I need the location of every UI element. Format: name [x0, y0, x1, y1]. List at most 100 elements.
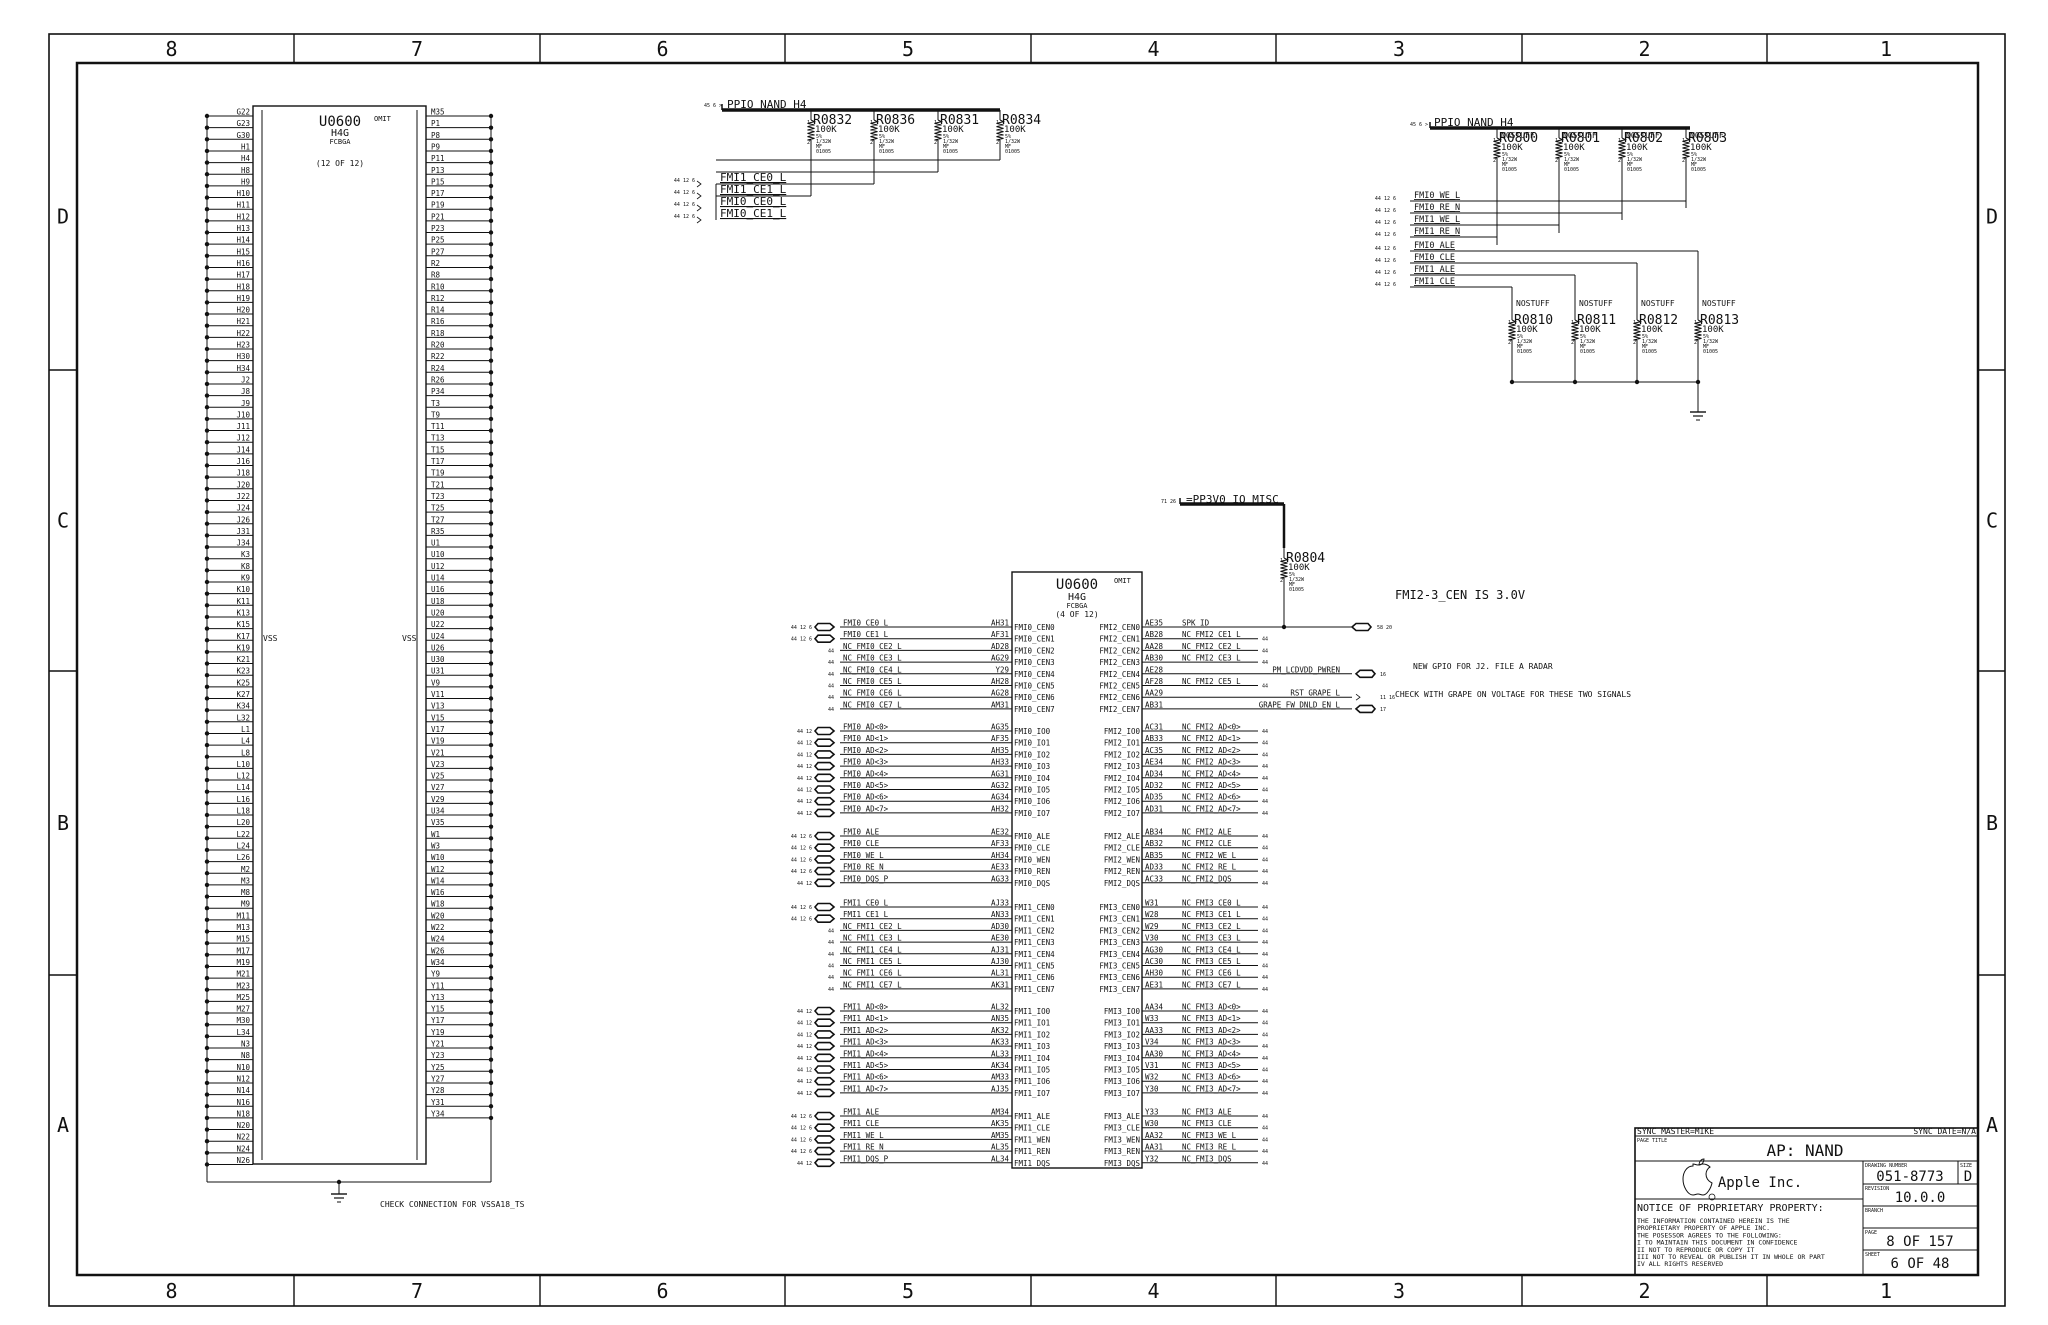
net-page-refs: 44 [1262, 928, 1268, 934]
vss-left-pin: H9 [241, 177, 250, 186]
resistor-type: MF [1627, 162, 1633, 168]
resistor-zigzag [870, 119, 879, 141]
net-arrow [1355, 693, 1361, 701]
net-arrow [696, 180, 702, 188]
vss-right-pin: Y15 [431, 1005, 445, 1014]
vss-right-pin: P9 [431, 142, 440, 151]
pin-number: 2 [1694, 340, 1697, 346]
resistor-refdes: R0831 [940, 113, 979, 128]
fmi-refdes: U0600 [1056, 577, 1098, 593]
vss-pin-junction [204, 568, 210, 573]
fmi-pin-name: FMI1_CEN6 [1014, 973, 1055, 982]
fmi-net-label: FMI1_CE0_L [843, 899, 889, 908]
fmi-ball: W31 [1145, 899, 1159, 908]
vss-pin-junction [204, 428, 210, 433]
vss-left-pin: K25 [236, 678, 250, 687]
vss-part: H4G [331, 128, 349, 139]
resistor-tolerance: 5% [1642, 334, 1648, 340]
offpage-connector [813, 1065, 836, 1074]
vss-left-pin: M23 [236, 981, 250, 990]
offpage-connector [813, 1123, 836, 1132]
offpage-connector [813, 843, 836, 852]
rail-name: PPIO_NAND_H4 [1434, 116, 1514, 129]
offpage-connector [813, 1006, 836, 1016]
fmi-net-label: FMI0_CE0_L [843, 619, 889, 628]
resistor-value: 100K [1516, 325, 1538, 335]
fmi-ball: AG31 [991, 769, 1009, 778]
vss-left-pin: J10 [236, 410, 250, 419]
vss-left-pin: K27 [236, 690, 250, 699]
fmi-ball: AG35 [991, 723, 1009, 732]
vss-pin-junction [488, 684, 494, 690]
vss-right-pin: W20 [431, 911, 445, 920]
fmi-pin-name: FMI0_CEN3 [1014, 658, 1055, 667]
resistor-type: MF [1564, 162, 1570, 168]
fmi-net-label: FMI1_WE_L [843, 1131, 884, 1140]
vss-pin-junction [204, 486, 210, 491]
vss-right-pin: T9 [431, 410, 440, 419]
net-label: FMI1_CE0_L [720, 171, 787, 184]
vss-left-pin: L4 [241, 737, 251, 746]
resistor-tolerance: 5% [1517, 334, 1523, 340]
resistor-refdes: R0811 [1577, 313, 1616, 328]
vss-right-pin: P34 [431, 387, 445, 396]
net-page-refs: 44 [1262, 1056, 1268, 1062]
vss-pin-junction [204, 498, 210, 503]
fmi-ball: AE28 [1145, 665, 1164, 674]
resistor-tolerance: 5% [1691, 152, 1697, 158]
vss-left-pin: J11 [236, 422, 250, 431]
vss-pin-junction [488, 964, 494, 969]
offpage-connector [813, 831, 836, 841]
vss-pin-junction [204, 335, 210, 340]
offpage-connector [813, 738, 836, 747]
nostuff-label: NOSTUFF [1516, 299, 1550, 308]
net-page-refs: 44 [1262, 952, 1268, 958]
fmi-pin-name: FMI0_ALE [1014, 832, 1051, 841]
fmi-pin-name: FMI0_IO1 [1014, 739, 1050, 748]
net-page-refs: 44 [828, 695, 834, 701]
vss-right-pin: P15 [431, 177, 445, 186]
vss-left-pin: K10 [236, 585, 250, 594]
fmi-pin-name: FMI3_CLE [1104, 1124, 1141, 1133]
vss-left-pin: K11 [236, 597, 250, 606]
vss-pin-junction [204, 754, 210, 759]
resistor-type: MF [1517, 344, 1523, 350]
vss-pin-junction [204, 509, 210, 515]
vss-left-pin: K13 [236, 608, 250, 617]
grid-row-label-right: B [1986, 811, 1998, 835]
resistor-value: 100K [1626, 143, 1648, 153]
vss-left-pin: H21 [236, 317, 250, 326]
resistor-zigzag [996, 119, 1005, 141]
vss-pin-junction [488, 1010, 494, 1016]
rail-name: =PP3V0_IO_MISC [1186, 493, 1279, 506]
vss-pin-junction [204, 137, 210, 142]
fmi-pin-name: FMI1_REN [1014, 1147, 1050, 1156]
vss-left-pin: J34 [236, 539, 250, 548]
resistor-package: 01005 [1627, 167, 1642, 173]
vss-left-pin: L32 [236, 713, 250, 722]
offpage-connector [813, 761, 836, 771]
fmi-pin-name: FMI1_CLE [1014, 1124, 1051, 1133]
net-page-refs: 44 [1262, 846, 1268, 852]
vss-right-pin: V11 [431, 690, 445, 699]
vss-pin-junction [488, 987, 494, 992]
registered-mark-icon [1708, 1193, 1716, 1201]
vss-pin-junction [204, 265, 210, 270]
fmi-net-label: NC_FMI3_RE_L [1182, 1143, 1237, 1152]
fmi-ball: AH30 [1145, 969, 1164, 978]
vss-right-pin: P25 [431, 236, 445, 245]
vss-pin-junction [488, 498, 494, 503]
fmi-net-label: NC_FMI2_AD<1> [1182, 734, 1241, 743]
vss-left-pin: L12 [236, 772, 250, 781]
vss-right-pin: T23 [431, 492, 445, 501]
fmi-net-label: FMI0_AD<1> [843, 734, 889, 743]
resistor-package: 01005 [1703, 349, 1718, 355]
vss-right-pin: T19 [431, 469, 445, 478]
fmi-pin-name: FMI3_IO5 [1104, 1066, 1140, 1075]
vss-right-pin: V9 [431, 678, 440, 687]
fmi-pin-name: FMI0_REN [1014, 867, 1050, 876]
